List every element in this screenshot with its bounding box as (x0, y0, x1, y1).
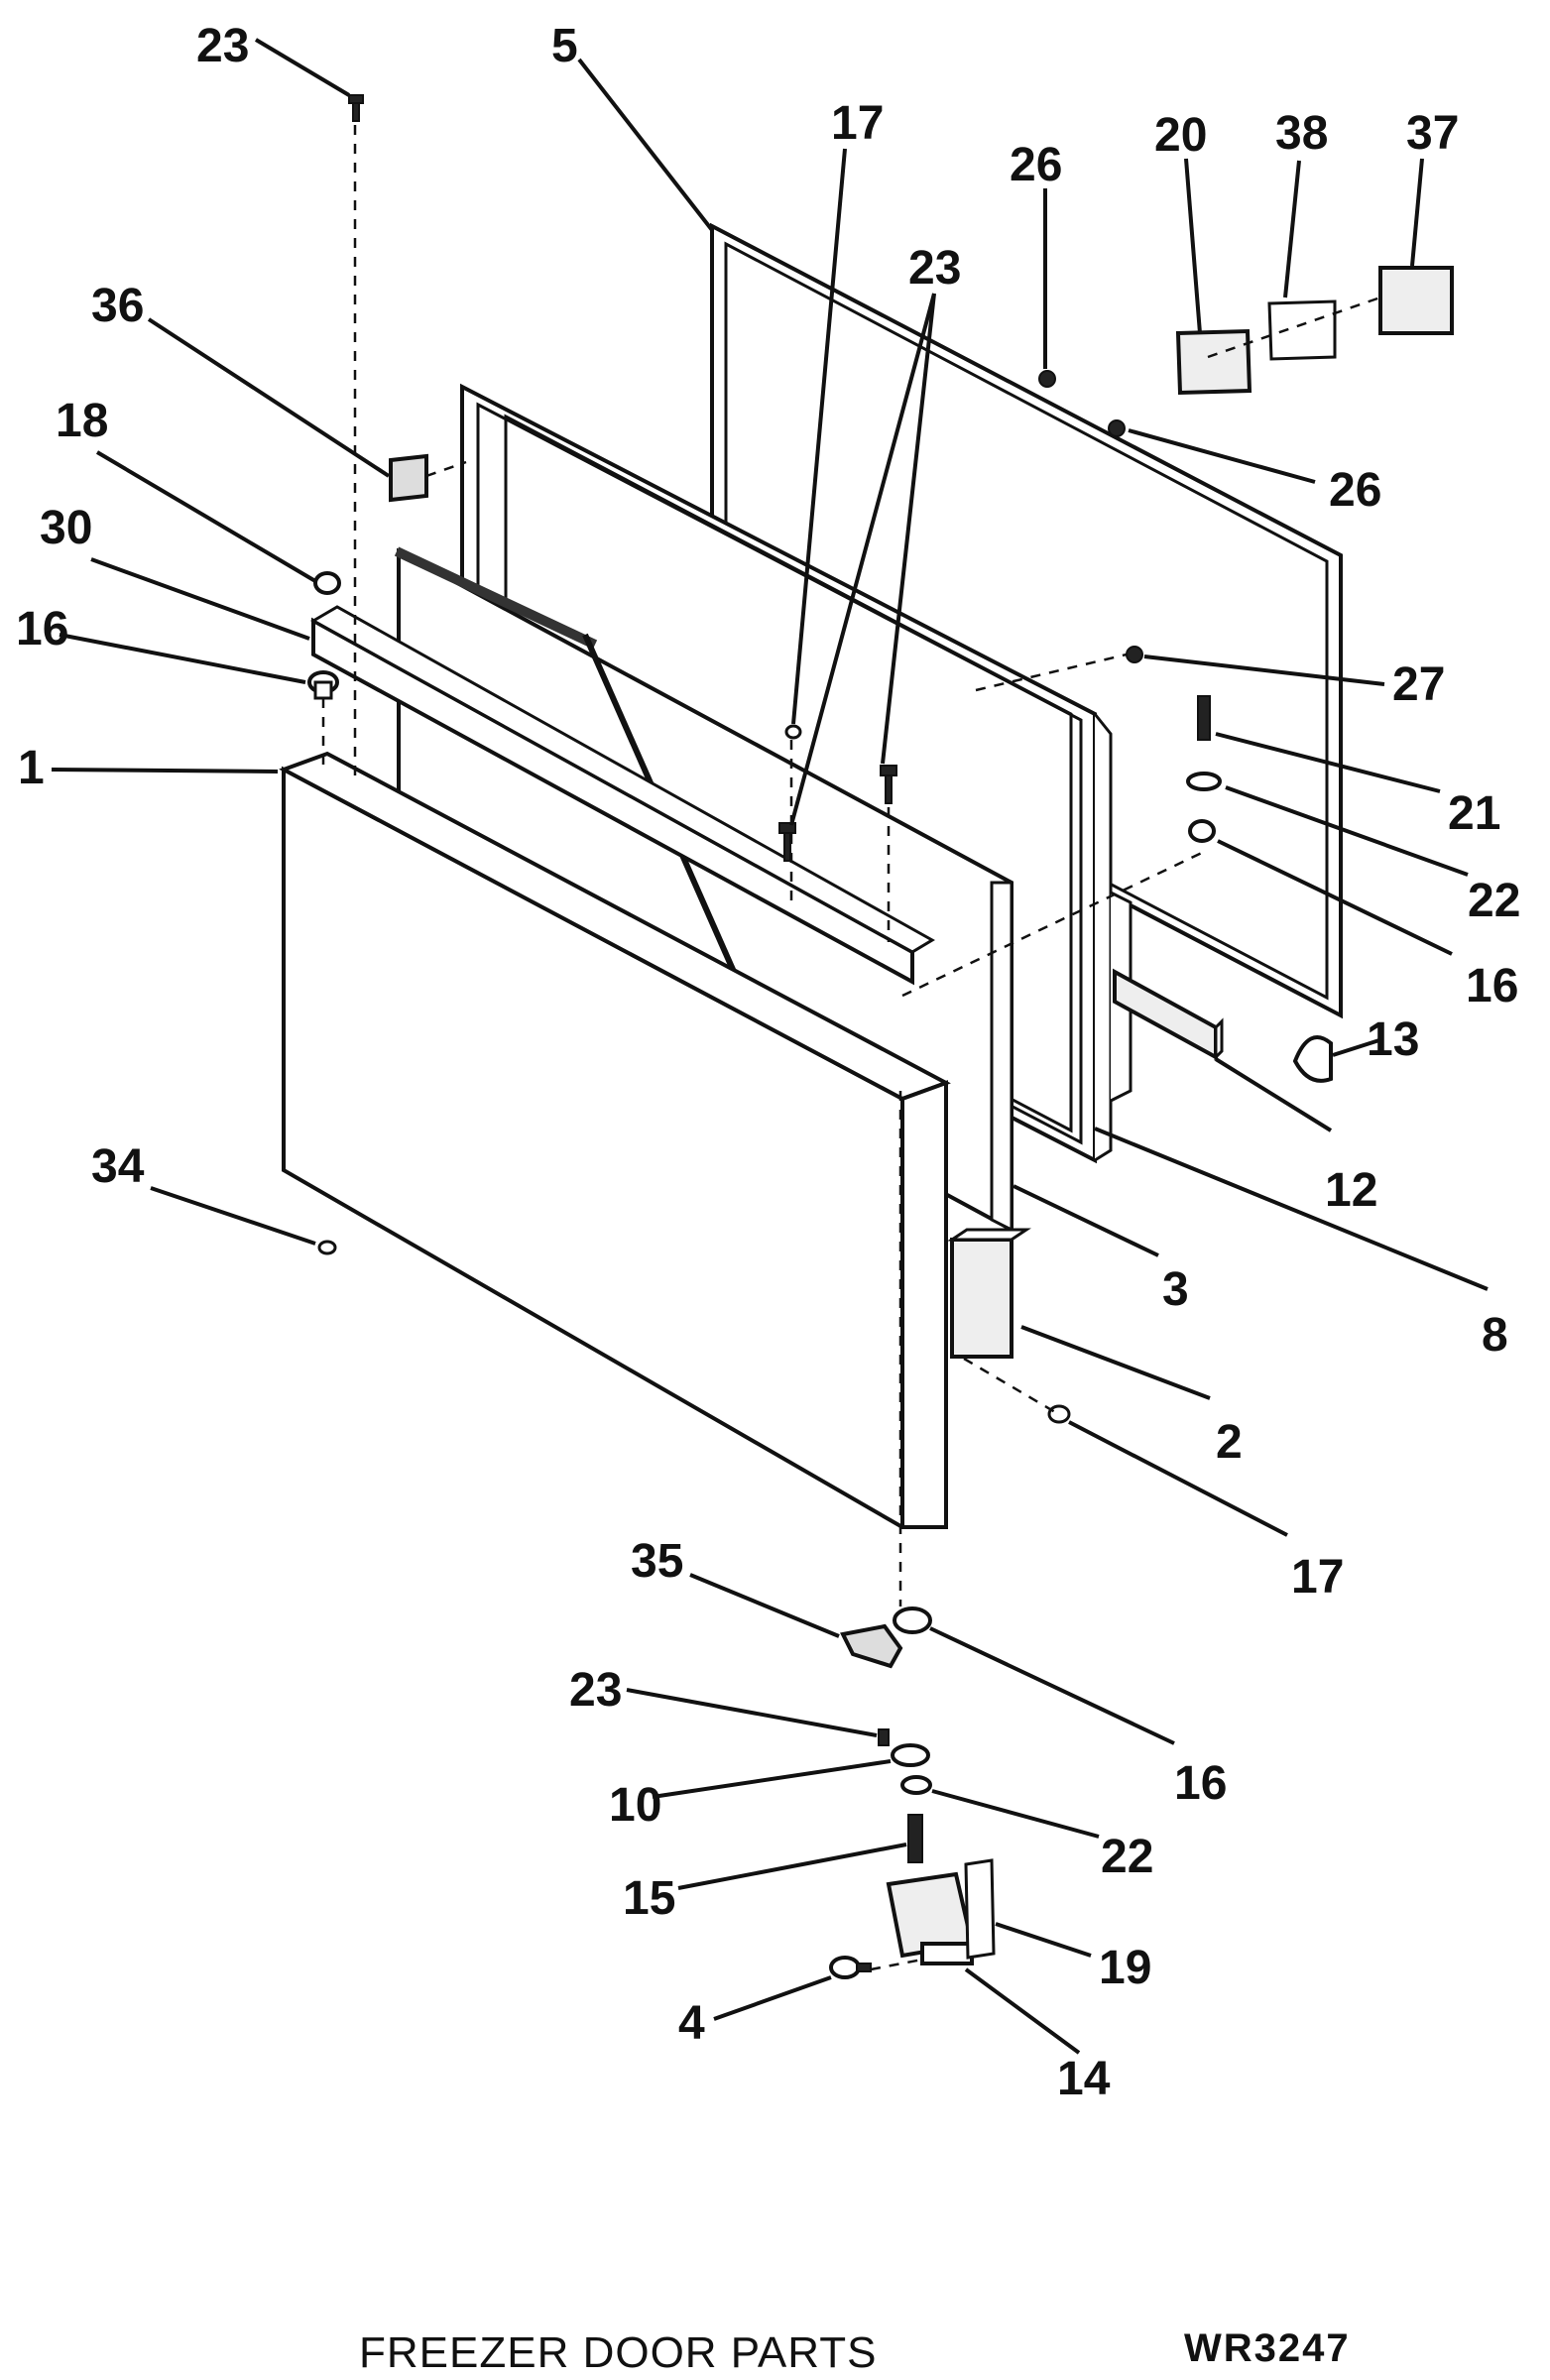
callout-8: 8 (1482, 1309, 1508, 1362)
callout-16: 16 (1466, 960, 1518, 1012)
part-19-shim (964, 1858, 996, 1960)
part-1-door-panel (279, 751, 951, 1529)
part-15-pin (907, 1814, 923, 1863)
callout-30: 30 (40, 502, 92, 554)
leader-lines (51, 38, 1489, 2055)
part-27-screw (1126, 646, 1143, 663)
part-14-bottom-hinge (886, 1871, 975, 1965)
callout-23: 23 (908, 242, 961, 295)
callout-21: 21 (1448, 787, 1500, 840)
callout-labels: 23 5 17 26 20 38 37 23 36 26 18 30 16 27… (16, 20, 1520, 2105)
part-23-screw-top (348, 94, 364, 122)
callout-2: 2 (1216, 1416, 1243, 1469)
part-30-top-channel (309, 605, 935, 986)
part-16-bushing-top (307, 670, 339, 700)
part-2-side-strip (947, 1228, 1031, 1359)
callout-17: 17 (1291, 1551, 1344, 1604)
part-34-plug (317, 1240, 337, 1255)
part-18-plug (313, 571, 341, 595)
part-26-screws (1038, 370, 1126, 437)
part-35-block (840, 1623, 903, 1669)
callout-4: 4 (678, 1997, 705, 2050)
callout-38: 38 (1275, 107, 1328, 160)
part-16-bushing-right (1188, 819, 1216, 843)
callout-35: 35 (631, 1535, 683, 1588)
callout-14: 14 (1057, 2053, 1111, 2105)
part-10-washer (891, 1743, 930, 1767)
callout-26: 26 (1329, 464, 1381, 517)
callout-16: 16 (16, 603, 68, 655)
callout-18: 18 (56, 395, 108, 447)
part-4-screw (829, 1956, 872, 1979)
assembly-lines (321, 125, 1381, 1971)
callout-15: 15 (623, 1872, 675, 1925)
callout-23: 23 (196, 20, 249, 72)
part-23-screws-middle (778, 765, 897, 862)
part-37-top-hinge (1378, 266, 1454, 335)
callout-26: 26 (1010, 139, 1062, 191)
part-17-plug-lower (1047, 1404, 1071, 1424)
part-20-hinge-bracket (1175, 328, 1252, 396)
callout-22: 22 (1468, 875, 1520, 927)
callout-16: 16 (1174, 1757, 1227, 1810)
diagram-code: WR3247 (1184, 2326, 1351, 2370)
callout-12: 12 (1325, 1164, 1377, 1217)
part-38-spring (1267, 299, 1337, 361)
part-36-block (389, 453, 428, 503)
part-13-handle-cap (1292, 1035, 1333, 1083)
diagram-title: FREEZER DOOR PARTS (359, 2328, 878, 2377)
callout-20: 20 (1154, 109, 1207, 162)
callout-3: 3 (1162, 1263, 1189, 1316)
callout-17: 17 (831, 97, 884, 150)
callout-1: 1 (18, 742, 45, 794)
part-21-pin (1197, 695, 1211, 741)
callout-5: 5 (551, 20, 578, 72)
part-22-washer-bottom (900, 1775, 932, 1795)
callout-27: 27 (1392, 658, 1445, 711)
callout-37: 37 (1406, 107, 1459, 160)
part-22-washer-right (1186, 772, 1222, 791)
callout-36: 36 (91, 280, 144, 332)
callout-34: 34 (91, 1140, 145, 1193)
part-12-handle-rail (1113, 968, 1224, 1061)
callout-10: 10 (609, 1779, 661, 1832)
part-23-screw-bottom (878, 1728, 890, 1746)
callout-23: 23 (569, 1664, 622, 1717)
callout-13: 13 (1367, 1013, 1419, 1066)
callout-19: 19 (1099, 1942, 1151, 1994)
callout-22: 22 (1101, 1831, 1153, 1883)
part-16-bushing-bottom (893, 1606, 932, 1634)
part-17-plug-upper (784, 724, 802, 740)
